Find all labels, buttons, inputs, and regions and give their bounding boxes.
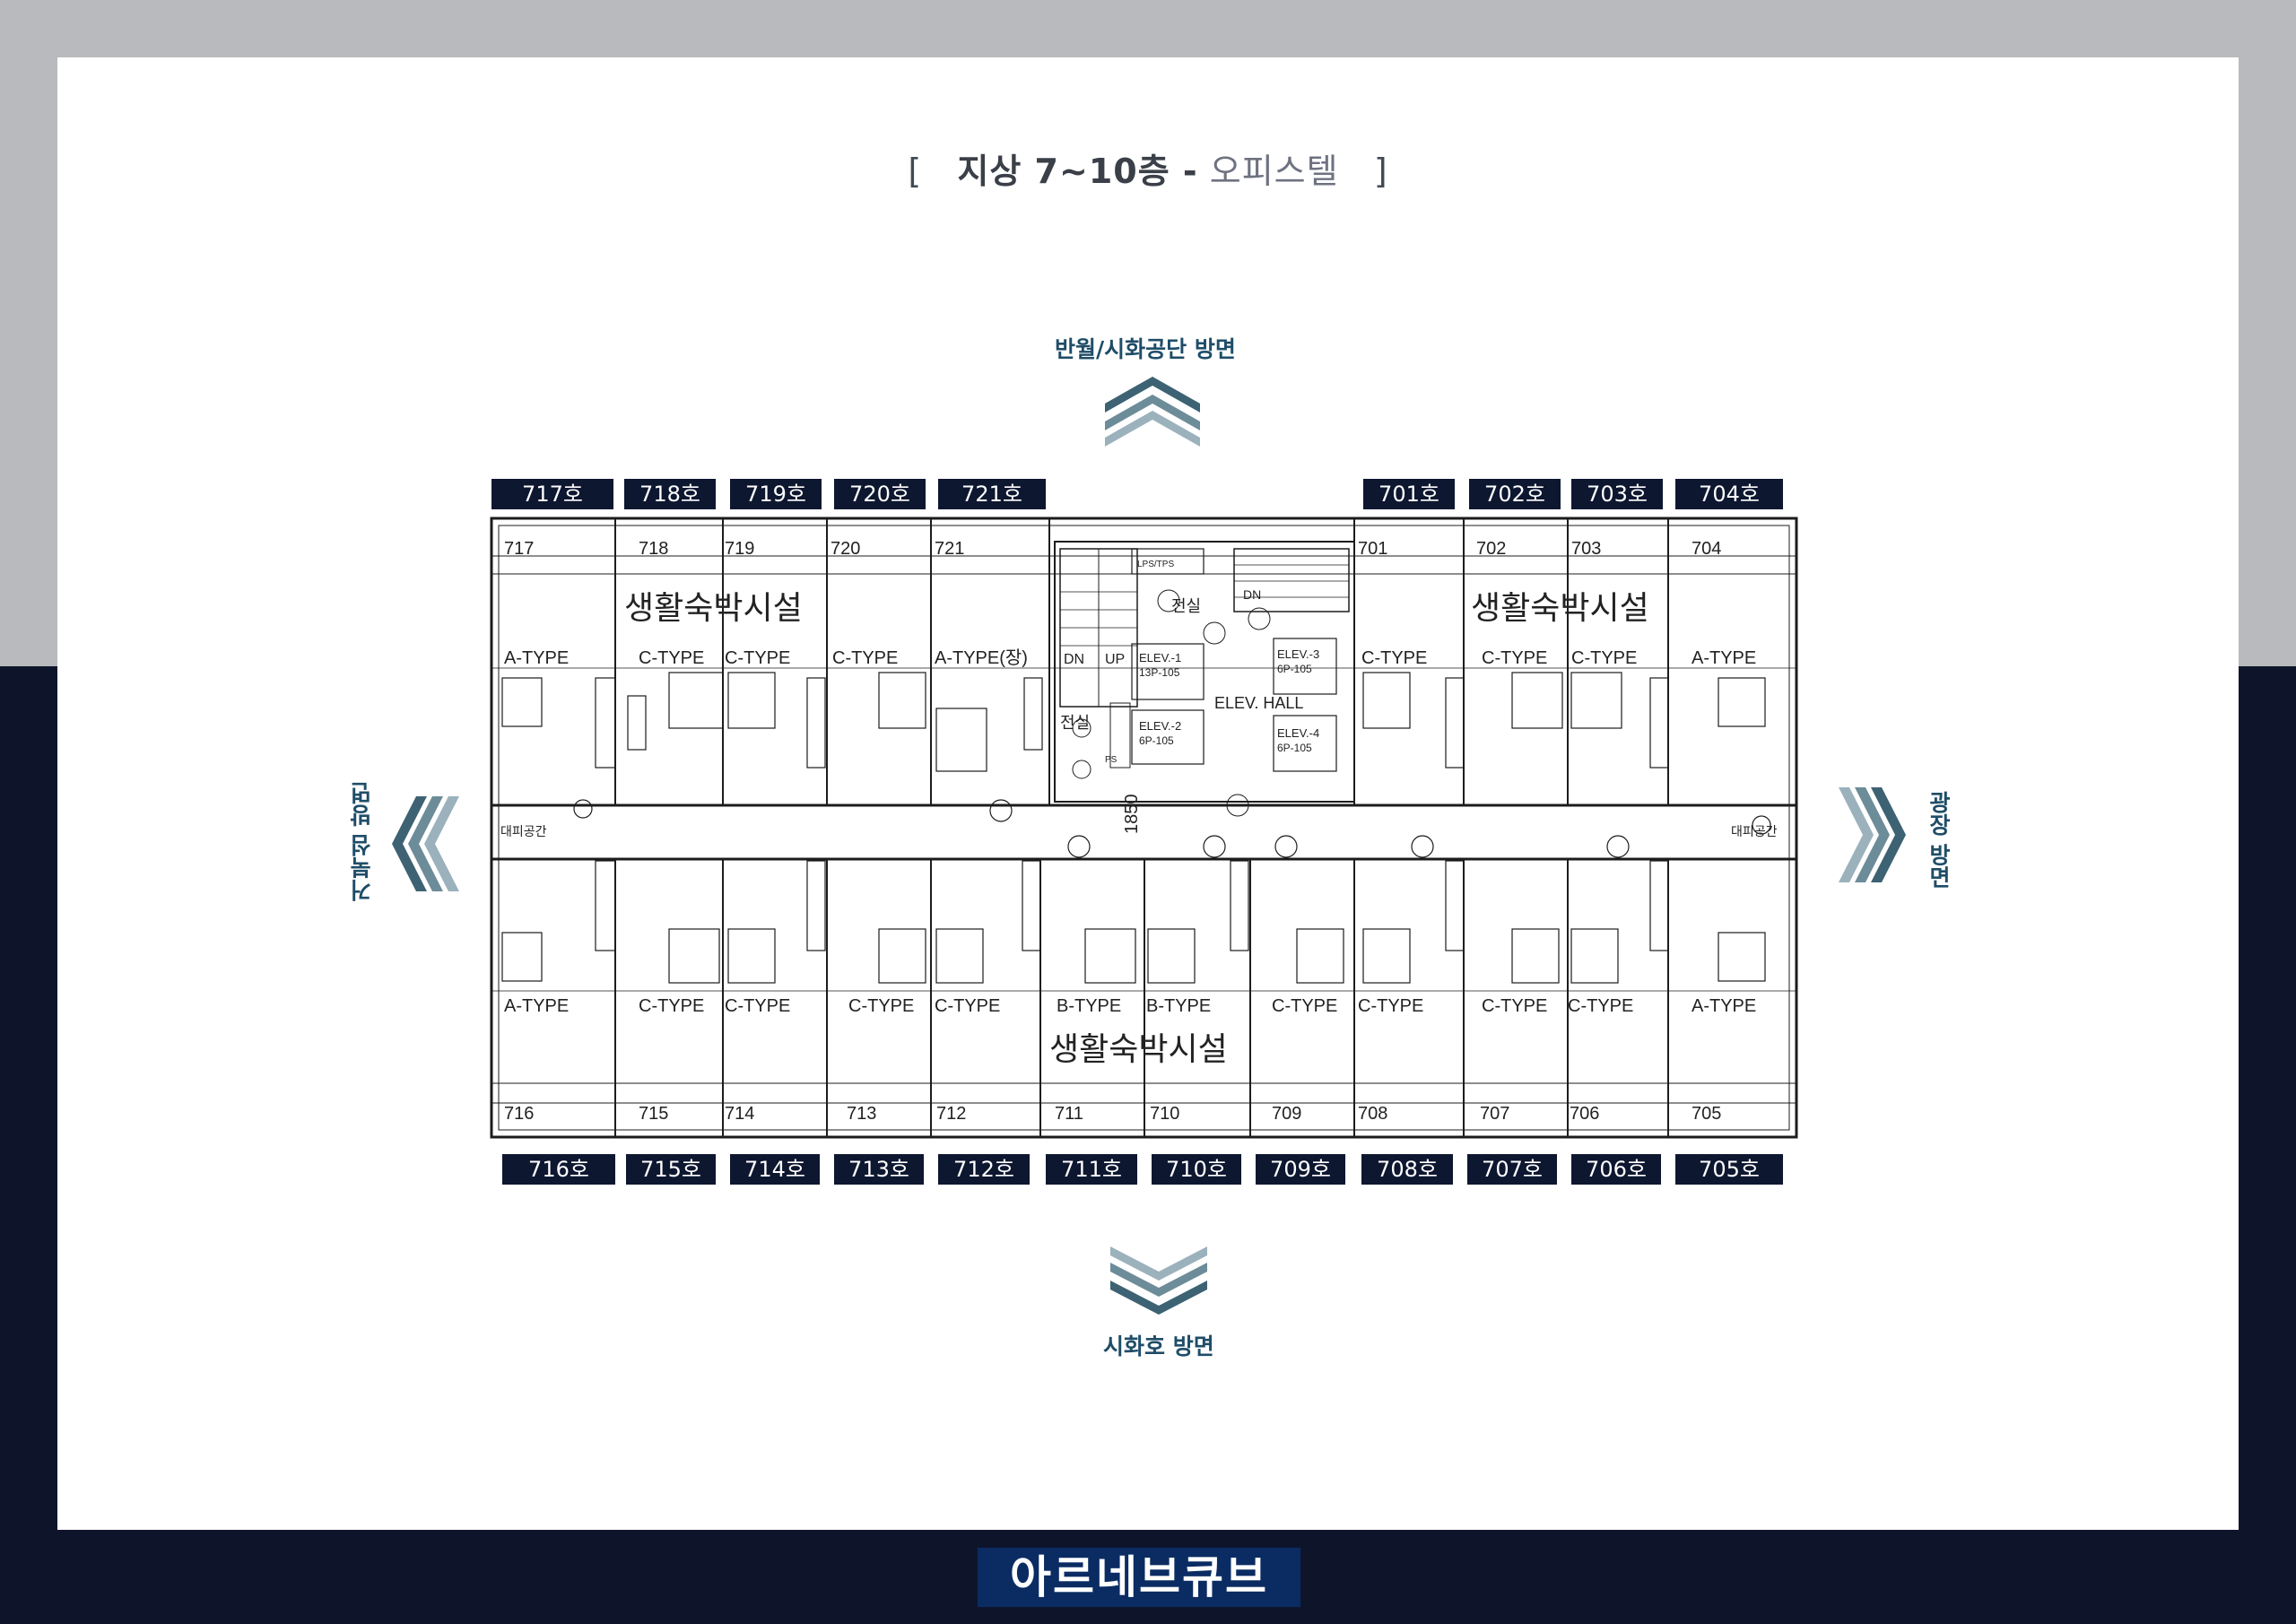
unit-label-712[interactable]: 712호 <box>938 1154 1030 1185</box>
unit-label-710[interactable]: 710호 <box>1152 1154 1241 1185</box>
unit-label-711[interactable]: 711호 <box>1046 1154 1137 1185</box>
unit-label-713[interactable]: 713호 <box>834 1154 924 1185</box>
title-bracket-open: [ <box>908 152 923 191</box>
direction-bottom-label: 시화호 방면 <box>1103 1333 1214 1359</box>
unit-label-716[interactable]: 716호 <box>502 1154 615 1185</box>
unit-label-701[interactable]: 701호 <box>1363 479 1455 509</box>
direction-right-label: 광장 방면 <box>1926 791 1952 889</box>
page-title: [ 지상 7~10층 - 오피스텔 ] <box>0 143 2296 193</box>
brand-logo-text: 아르네브큐브 <box>978 1548 1300 1607</box>
unit-label-714[interactable]: 714호 <box>730 1154 820 1185</box>
unit-label-715[interactable]: 715호 <box>626 1154 716 1185</box>
unit-label-704[interactable]: 704호 <box>1675 479 1783 509</box>
floor-plan-card <box>57 57 2239 1530</box>
unit-label-705[interactable]: 705호 <box>1675 1154 1783 1185</box>
unit-label-719[interactable]: 719호 <box>730 479 822 509</box>
unit-label-703[interactable]: 703호 <box>1571 479 1663 509</box>
unit-label-717[interactable]: 717호 <box>491 479 613 509</box>
unit-label-721[interactable]: 721호 <box>938 479 1046 509</box>
unit-label-707[interactable]: 707호 <box>1467 1154 1557 1185</box>
title-bracket-close: ] <box>1373 152 1388 191</box>
title-floor: 지상 7~10층 - <box>957 152 1198 191</box>
direction-left-label: 거북섬 방면 <box>349 782 375 902</box>
unit-label-720[interactable]: 720호 <box>834 479 926 509</box>
direction-top-label: 반월/시화공단 방면 <box>1055 336 1236 362</box>
unit-label-706[interactable]: 706호 <box>1571 1154 1661 1185</box>
unit-label-718[interactable]: 718호 <box>624 479 716 509</box>
unit-label-708[interactable]: 708호 <box>1361 1154 1453 1185</box>
unit-label-702[interactable]: 702호 <box>1469 479 1561 509</box>
unit-label-709[interactable]: 709호 <box>1256 1154 1345 1185</box>
title-use: 오피스텔 <box>1209 152 1339 191</box>
